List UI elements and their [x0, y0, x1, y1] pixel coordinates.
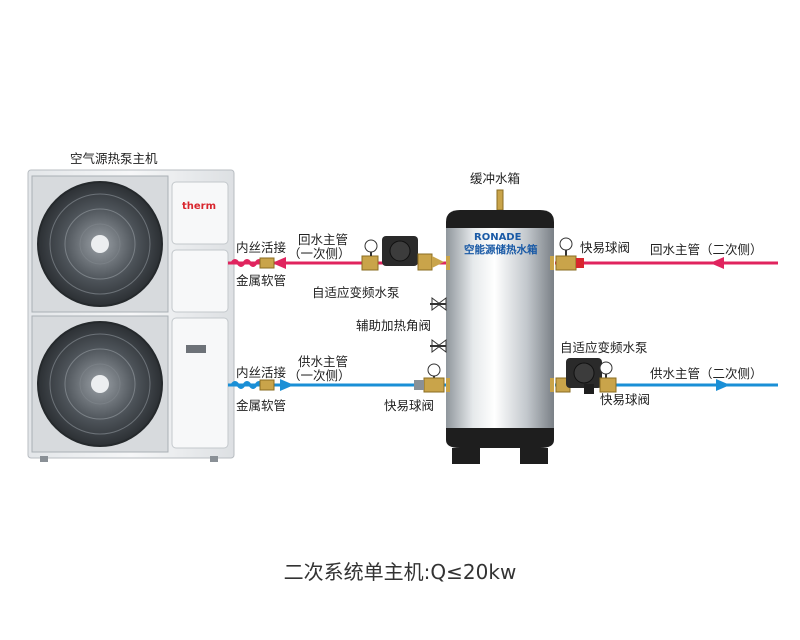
supply-main-primary-label: 供水主管: [298, 354, 349, 369]
heat-pump-unit-label: 空气源热泵主机: [70, 151, 158, 166]
metal-hose-top-label: 金属软管: [236, 273, 287, 288]
return-main-secondary-label: 回水主管（二次侧）: [650, 242, 763, 257]
display-icon: [186, 345, 206, 353]
quick-ball-valve-left-bottom: [414, 363, 445, 393]
fan-top-icon: [37, 181, 163, 307]
arrow-left-icon: [272, 257, 286, 269]
pump-right-bottom: [555, 358, 617, 394]
brand-logo: therm: [182, 201, 217, 212]
arrow-right-icon: [280, 379, 294, 391]
adaptive-pump-right-label: 自适应变频水泵: [560, 340, 648, 355]
supply-main-secondary-label: 供水主管（二次侧）: [650, 366, 763, 381]
inner-thread-union-top: [259, 257, 275, 269]
inner-thread-union-bottom: [259, 379, 275, 391]
aux-angle-valve-top-icon: [430, 297, 447, 311]
pump-left-top: [361, 236, 444, 271]
primary-side-bottom-label: （一次侧）: [288, 368, 351, 383]
quick-ball-valve-right-top: [555, 237, 584, 271]
quick-ball-valve-right-top-label: 快易球阀: [580, 240, 631, 255]
fan-bottom-icon: [37, 321, 163, 447]
adaptive-pump-left-label: 自适应变频水泵: [312, 285, 400, 300]
primary-side-top-label: （一次侧）: [288, 246, 351, 261]
heat-pump-unit: [27, 169, 235, 462]
metal-hose-bottom-label: 金属软管: [236, 398, 287, 413]
diagram-caption: 二次系统单主机:Q≤20kw: [283, 560, 517, 584]
quick-ball-valve-right-bottom-label: 快易球阀: [600, 392, 651, 407]
inner-thread-union-bottom-label: 内丝活接: [236, 365, 287, 380]
arrow-right-icon: [716, 379, 730, 391]
inner-thread-union-top-label: 内丝活接: [236, 240, 287, 255]
aux-angle-valve-bottom-icon: [430, 339, 447, 353]
arrow-left-icon: [710, 257, 724, 269]
buffer-tank: [446, 189, 554, 464]
tank-brand: RONADE: [474, 232, 522, 243]
buffer-tank-label: 缓冲水箱: [470, 171, 521, 186]
tank-name: 空能源储热水箱: [464, 244, 538, 256]
aux-heating-valve-label: 辅助加热角阀: [356, 318, 432, 333]
quick-ball-valve-left-bottom-label: 快易球阀: [384, 398, 435, 413]
return-main-primary-label: 回水主管: [298, 232, 349, 247]
